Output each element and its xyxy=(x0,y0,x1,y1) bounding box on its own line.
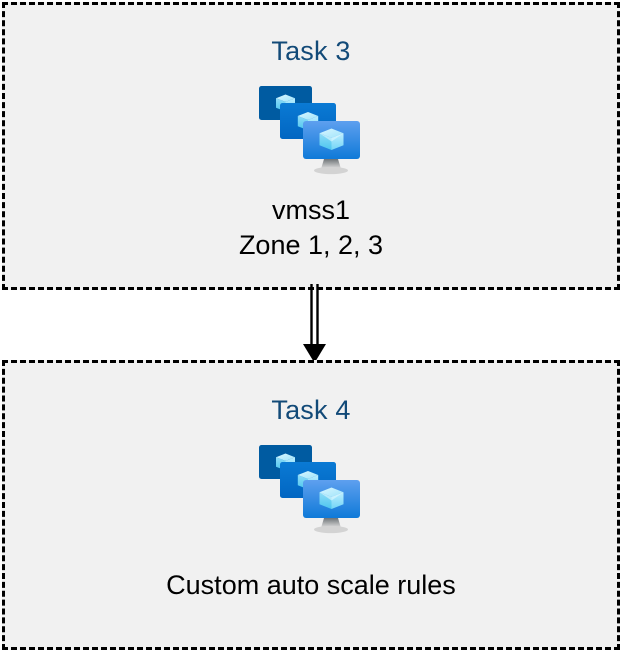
vmss-monitor-stand xyxy=(314,518,348,534)
vmss-icon xyxy=(259,445,360,534)
vmss-icon xyxy=(259,86,360,175)
task-3-heading: Task 3 xyxy=(271,36,351,66)
task-4-content: Task 4 xyxy=(5,363,617,647)
task-3-content: Task 3 xyxy=(5,5,617,287)
task-box-task-3[interactable]: Task 3 xyxy=(2,2,620,290)
vmss-cube-front xyxy=(319,487,344,509)
connector-arrow-task3-to-task4 xyxy=(303,284,326,363)
vmss-cube-front xyxy=(319,128,344,150)
task-4-icon-wrap xyxy=(255,442,367,538)
task-4-heading: Task 4 xyxy=(271,395,351,425)
arrow-head-icon xyxy=(303,344,326,363)
task-3-caption: vmss1 Zone 1, 2, 3 xyxy=(239,193,383,262)
task-3-caption-line-1: vmss1 xyxy=(271,195,350,225)
task-3-icon-wrap xyxy=(255,83,367,179)
task-box-task-4[interactable]: Task 4 xyxy=(2,360,620,650)
task-4-caption: Custom auto scale rules xyxy=(166,568,456,603)
task-4-caption-line-1: Custom auto scale rules xyxy=(166,570,456,600)
vmss-monitor-stand xyxy=(314,159,348,175)
task-3-caption-line-2: Zone 1, 2, 3 xyxy=(238,229,384,260)
